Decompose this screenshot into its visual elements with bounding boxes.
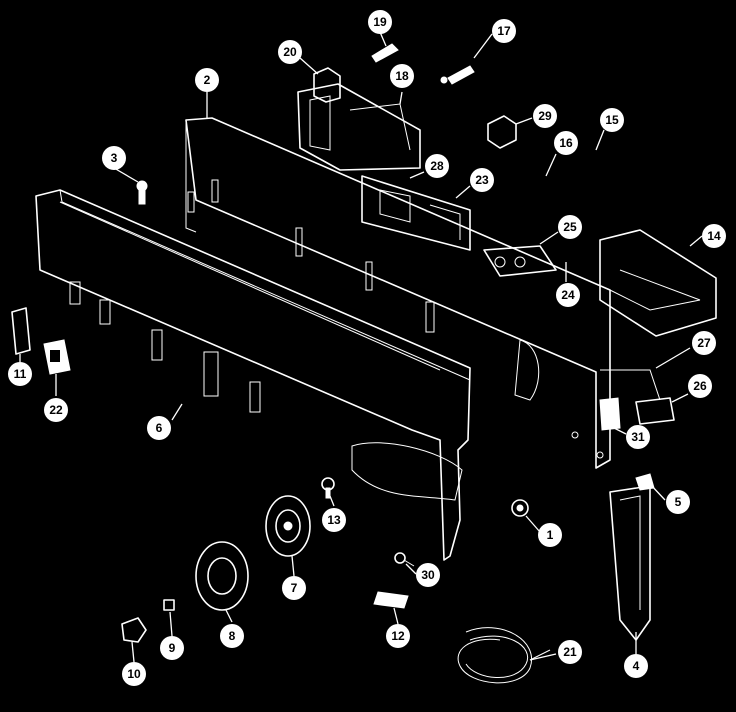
callout-label: 5 [675,495,682,509]
callout-label: 2 [204,73,211,87]
callout-label: 8 [229,629,236,643]
callout-label: 31 [631,430,645,444]
callout-26: 26 [688,374,712,398]
callout-12: 12 [386,624,410,648]
callout-2: 2 [195,68,219,92]
callout-label: 25 [563,220,577,234]
callout-label: 12 [391,629,405,643]
callout-label: 22 [49,403,63,417]
callout-30: 30 [416,563,440,587]
callout-8: 8 [220,624,244,648]
callout-28: 28 [425,154,449,178]
callout-label: 11 [14,367,27,381]
callout-29: 29 [533,104,557,128]
part-12-cover-plate [373,591,409,609]
part-27-panel-clip [600,369,661,401]
callout-label: 19 [373,15,387,29]
callout-label: 16 [559,136,573,150]
callout-label: 14 [707,229,721,243]
callout-16: 16 [554,131,578,155]
callout-label: 4 [633,659,640,673]
callout-25: 25 [558,215,582,239]
callout-17: 17 [492,19,516,43]
callout-3: 3 [102,146,126,170]
part-4-handle [609,485,651,641]
callout-label: 23 [475,173,489,187]
callout-19: 19 [368,10,392,34]
part-30-fastener [394,552,415,567]
part-9-nut [163,599,175,611]
callout-24: 24 [556,283,580,307]
callout-23: 23 [470,168,494,192]
callout-27: 27 [692,331,716,355]
part-10-cap [121,617,147,643]
callout-label: 21 [563,645,577,659]
callout-6: 6 [147,416,171,440]
part-20-connector [313,67,341,103]
callout-label: 10 [127,667,141,681]
part-2-rear-frame [185,117,611,469]
part-21-wire-harness [457,627,551,684]
part-13-knob-post [321,477,335,499]
callout-10: 10 [122,662,146,686]
part-1-bushing [511,499,529,517]
callout-label: 26 [693,379,707,393]
part-29-clip [487,115,517,149]
callout-label: 27 [697,336,711,350]
part-31-relay [599,397,621,431]
callout-1: 1 [538,523,562,547]
callout-4: 4 [624,654,648,678]
part-22-switch [43,339,71,375]
part-8-wheel [195,541,249,611]
part-5-clip [635,473,655,491]
callout-label: 18 [395,69,409,83]
callout-label: 28 [430,159,444,173]
callout-label: 30 [421,568,435,582]
callout-label: 9 [169,641,176,655]
callout-label: 6 [156,421,163,435]
callout-31: 31 [626,425,650,449]
callout-22: 22 [44,398,68,422]
callout-14: 14 [702,224,726,248]
part-17-screw [440,65,475,85]
part-28-harness-bracket [361,175,471,251]
part-25-switch-assembly [483,245,557,277]
callout-label: 3 [111,151,118,165]
part-14-motor-housing [599,229,717,337]
callout-7: 7 [282,576,306,600]
part-6-main-panel [35,189,471,561]
part-7-pulley [265,495,311,557]
callout-label: 20 [283,45,297,59]
part-3-screw [136,180,148,205]
callout-label: 29 [538,109,552,123]
callout-label: 24 [561,288,575,302]
callout-18: 18 [390,64,414,88]
callout-label: 1 [547,528,554,542]
callout-21: 21 [558,640,582,664]
callout-label: 7 [291,581,298,595]
callout-13: 13 [322,508,346,532]
part-11-bracket [11,307,31,355]
callout-5: 5 [666,490,690,514]
part-19-screw [371,43,399,63]
callout-label: 13 [327,513,341,527]
callout-label: 17 [497,24,511,38]
callout-11: 11 [8,362,32,386]
leader-lines [19,31,703,663]
part-26-terminal-block [635,397,675,425]
callout-15: 15 [600,108,624,132]
callout-20: 20 [278,40,302,64]
callout-9: 9 [160,636,184,660]
callout-label: 15 [605,113,619,127]
